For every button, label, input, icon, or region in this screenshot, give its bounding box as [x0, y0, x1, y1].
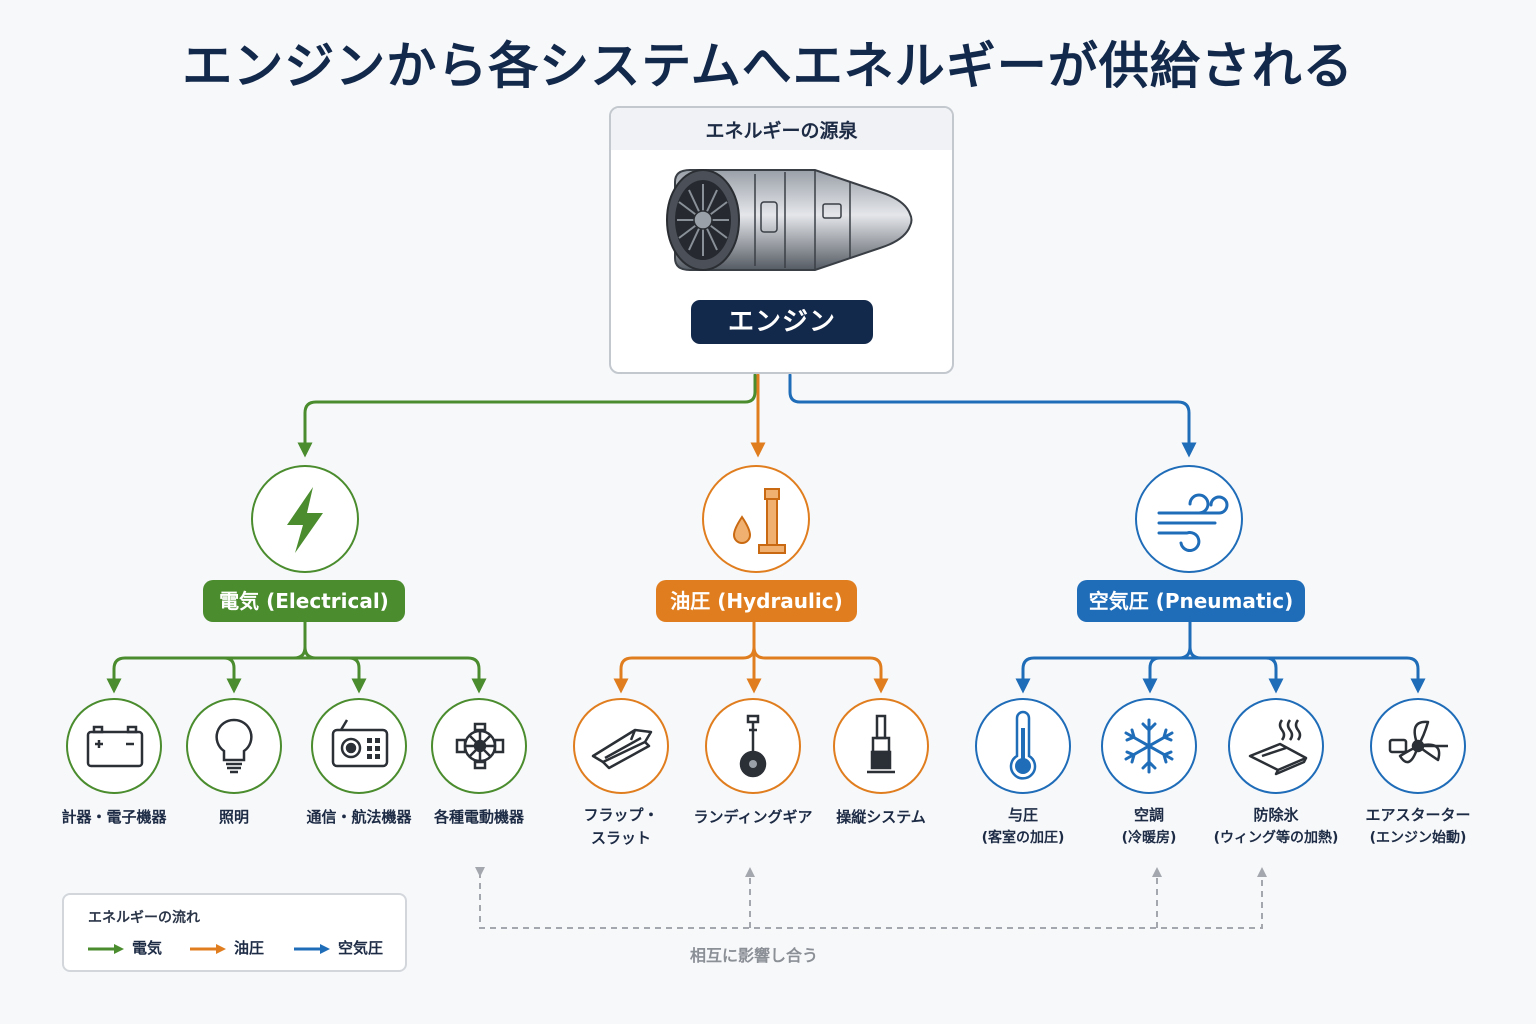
energy-source-panel: エネルギーの源泉 エンジン [609, 106, 954, 374]
heated-wing-icon [1228, 698, 1324, 794]
subsystem-label: エアスターター(エンジン始動) [1365, 806, 1471, 846]
legend-item-pneumatic: 空気圧 [292, 937, 383, 958]
electrical-flow-line [297, 373, 757, 458]
actuator-icon [833, 698, 929, 794]
pneumatic-category-label: 空気圧 (Pneumatic) [1077, 580, 1305, 622]
subsystem-label: 防除氷(ウィング等の加熱) [1213, 806, 1339, 846]
page-title: エンジンから各システムへエネルギーが供給される [182, 37, 1354, 95]
orange-arrow-icon [190, 943, 226, 954]
subsystem-label: 計器・電子機器 [61, 808, 167, 826]
air-starter-icon [1370, 698, 1466, 794]
wind-icon [1135, 465, 1243, 573]
thermometer-icon [975, 698, 1071, 794]
landing-gear-icon [705, 698, 801, 794]
battery-icon [66, 698, 162, 794]
engine-label: エンジン [691, 300, 873, 344]
source-heading: エネルギーの源泉 [611, 108, 952, 150]
electric-motor-icon [431, 698, 527, 794]
pneumatic-flow-line [788, 373, 1197, 458]
subsystem-label: 照明 [218, 808, 249, 826]
green-arrow-icon [88, 943, 124, 954]
electrical-category-label: 電気 (Electrical) [203, 580, 405, 622]
subsystem-label: ランディングギア [693, 808, 813, 826]
mutual-influence-lines [475, 867, 1267, 929]
legend-item-electrical: 電気 [86, 937, 162, 958]
snowflake-icon [1101, 698, 1197, 794]
subsystem-label: 与圧(客室の加圧) [981, 806, 1065, 846]
legend-title: エネルギーの流れ [88, 910, 200, 926]
light-bulb-icon [186, 698, 282, 794]
subsystem-label: 空調(冷暖房) [1121, 806, 1177, 846]
mutual-influence-label: 相互に影響し合う [690, 946, 819, 965]
subsystem-label: フラップ・スラット [583, 806, 659, 847]
hydraulic-cylinder-icon [702, 465, 810, 573]
wing-flap-icon [573, 698, 669, 794]
subsystem-label: 通信・航法機器 [306, 808, 412, 826]
jet-engine-illustration [666, 169, 913, 271]
radio-icon [311, 698, 407, 794]
blue-arrow-icon [294, 943, 330, 954]
lightning-bolt-icon [251, 465, 359, 573]
hydraulic-category-label: 油圧 (Hydraulic) [656, 580, 857, 622]
legend-item-hydraulic: 油圧 [188, 937, 264, 958]
subsystem-label: 各種電動機器 [433, 808, 524, 826]
legend: エネルギーの流れ 電気 油圧 空気圧 [62, 893, 407, 972]
subsystem-label: 操縦システム [836, 808, 926, 826]
